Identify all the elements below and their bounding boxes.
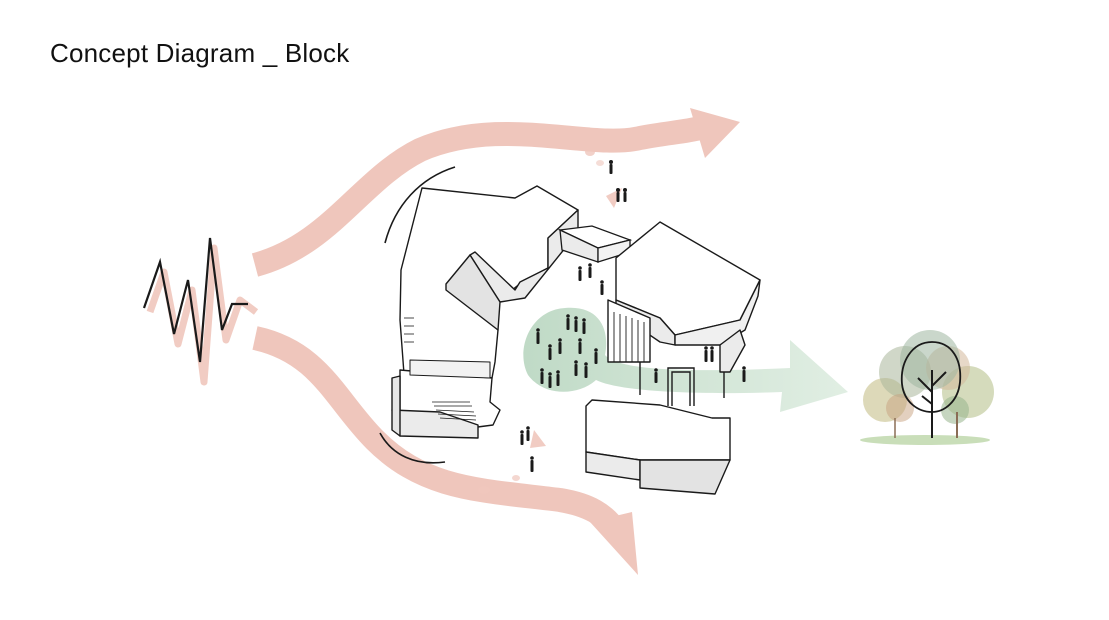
person-figure [558, 338, 562, 354]
noise-wave-icon [142, 237, 259, 386]
person-figure [556, 370, 560, 386]
person-figure [566, 314, 570, 330]
person-figure [609, 160, 613, 174]
person-figure [710, 346, 714, 362]
person-figure [578, 266, 582, 281]
building-right-upper [607, 221, 761, 373]
boundary-curve-upper [384, 166, 456, 244]
person-figure [616, 188, 620, 202]
person-figure [548, 372, 552, 388]
person-figure [584, 362, 588, 378]
green-flow [523, 307, 848, 412]
person-figure [540, 368, 544, 384]
person-figure [526, 426, 530, 441]
person-figure [530, 456, 534, 472]
person-figure [654, 368, 658, 383]
diagram-title: Concept Diagram _ Block [50, 38, 350, 68]
bridge [557, 225, 633, 263]
person-figure [594, 348, 598, 364]
tree-icon [860, 330, 994, 445]
person-figure [623, 188, 627, 202]
gate-frame [639, 362, 725, 406]
boundary-curve-lower [379, 432, 446, 464]
person-figure [574, 316, 578, 332]
person-figure [582, 318, 586, 334]
noise-arrow-lower [252, 326, 638, 575]
person-figure [574, 360, 578, 376]
person-figure [520, 430, 524, 445]
person-figure [548, 344, 552, 360]
person-figure [536, 328, 540, 344]
person-figure [578, 338, 582, 354]
person-figure [600, 280, 604, 295]
noise-arrow-upper [251, 108, 740, 277]
person-figure [704, 346, 708, 362]
people-figures [520, 160, 746, 472]
person-figure [742, 366, 746, 382]
person-figure [588, 263, 592, 278]
building-right-lower [585, 399, 731, 495]
building-left [391, 185, 579, 439]
